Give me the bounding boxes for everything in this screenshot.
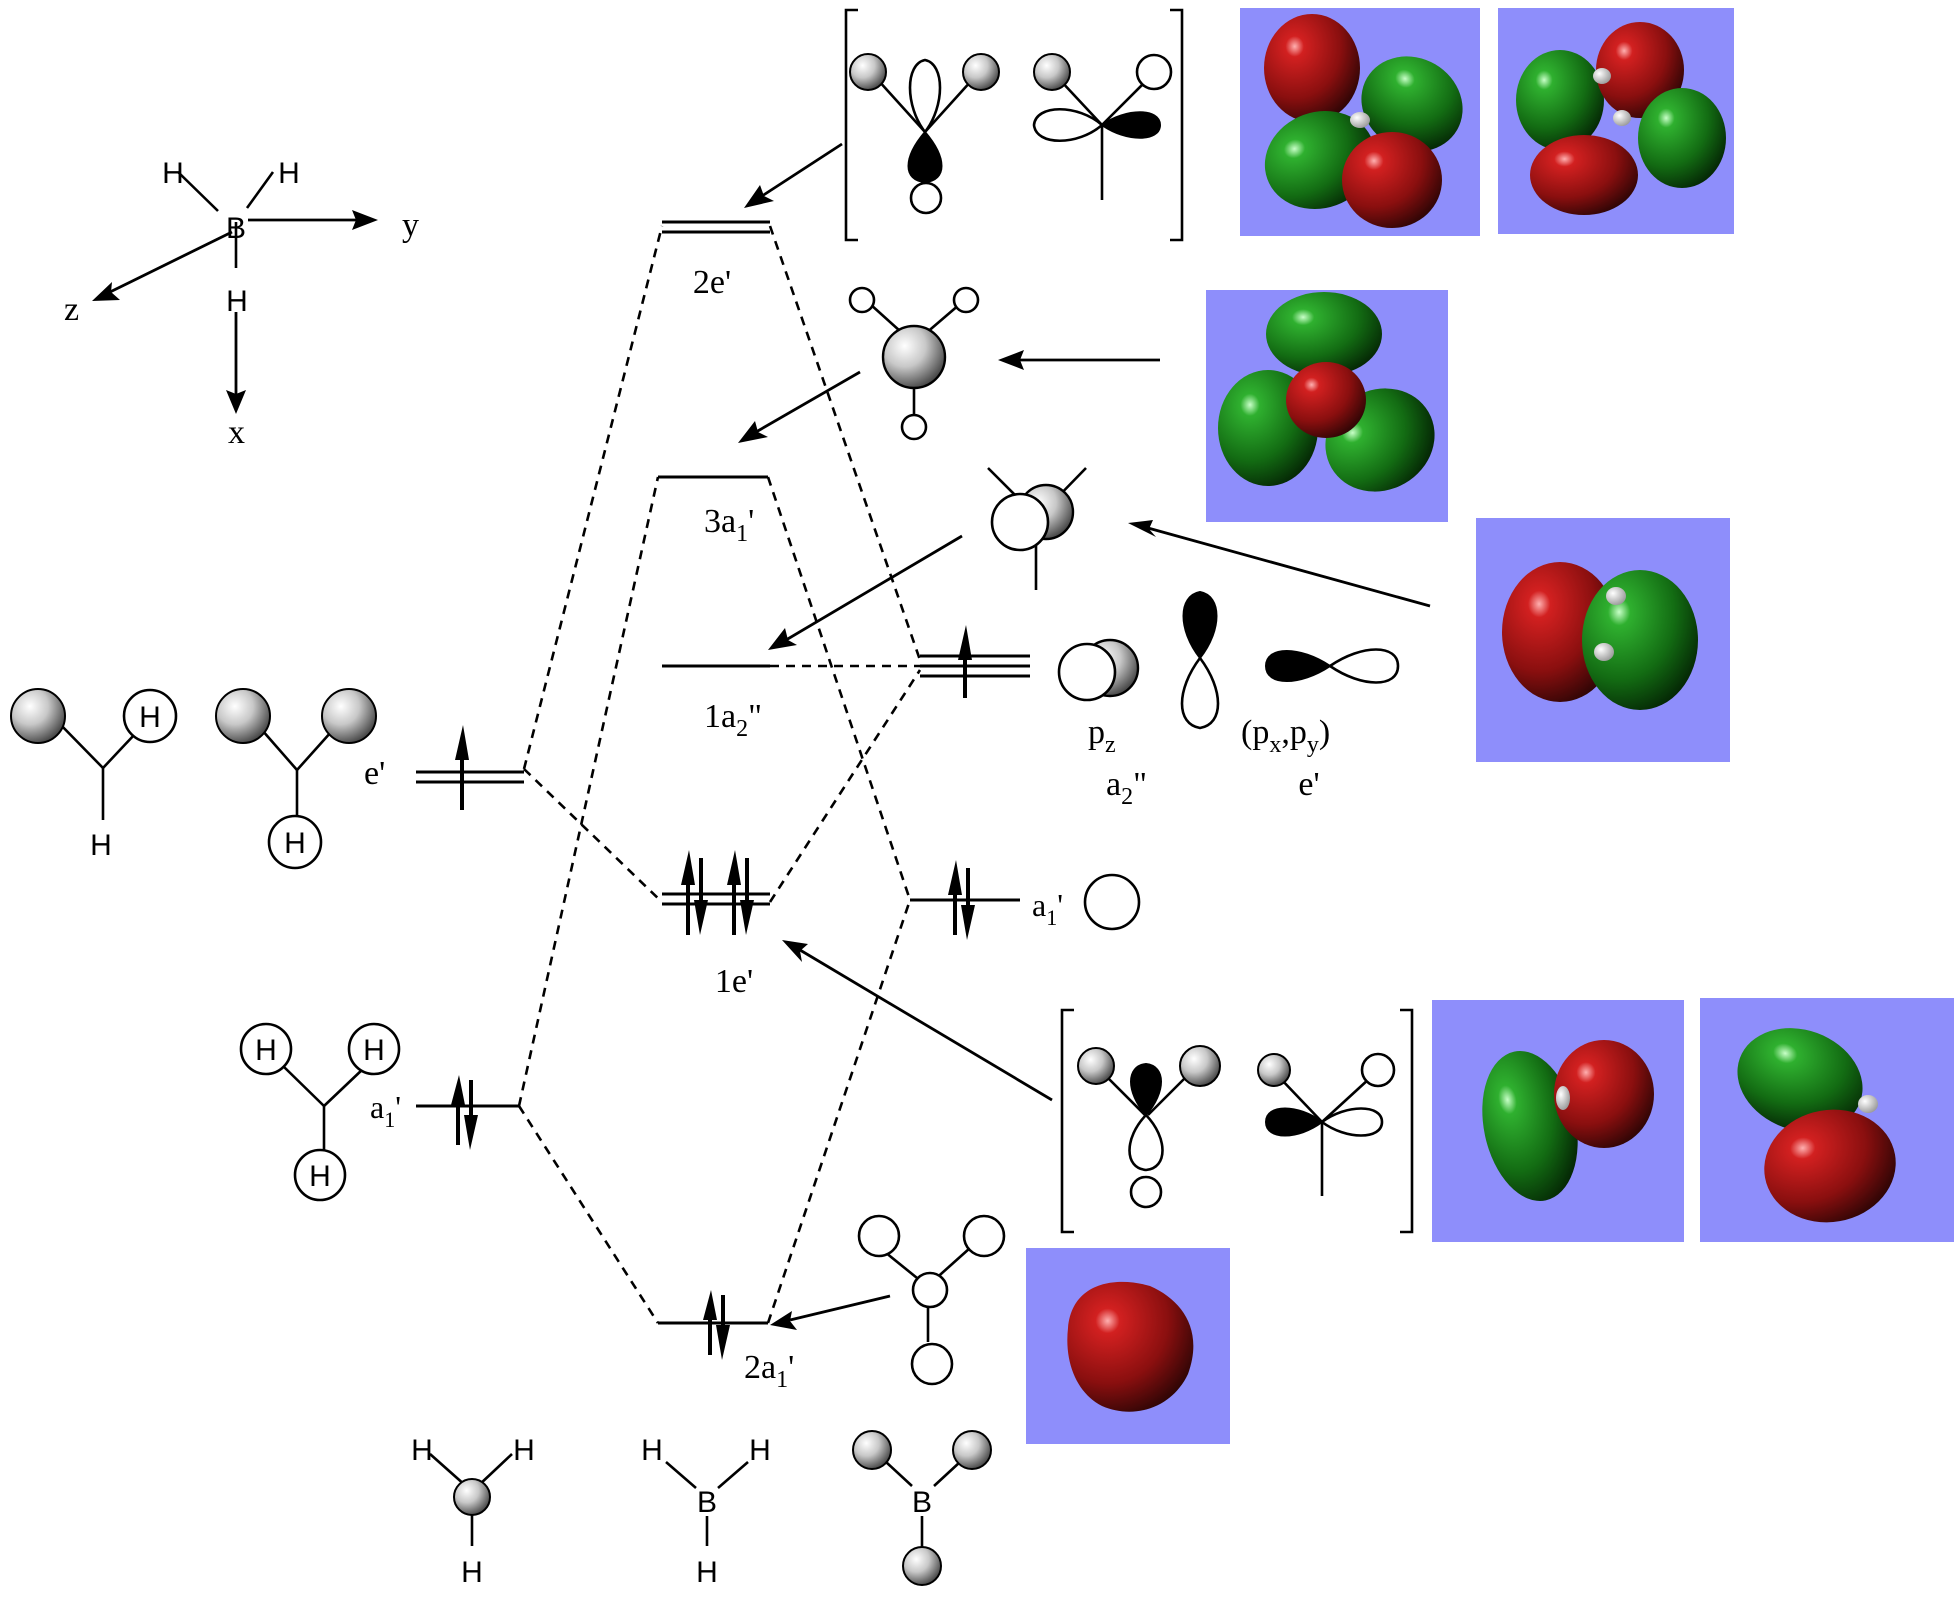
boron-p-orbitals: pz a2" (px,py) e' [1057, 590, 1400, 810]
mo-3a1-drawing [848, 286, 980, 441]
level-1a2: 1a2" [662, 664, 770, 742]
label-b-a1: a1' [1032, 887, 1063, 930]
level-2e: 2e' [662, 220, 770, 301]
h-atom: H [284, 827, 306, 860]
label-pz: pz [1088, 714, 1116, 758]
mo-1e-drawing [1060, 1008, 1414, 1234]
label-2a1: 2a1' [744, 1349, 794, 1393]
h-atom: H [696, 1556, 718, 1589]
render-2a1 [1026, 1248, 1230, 1444]
mo-2a1-drawing [857, 1214, 1006, 1386]
label-a2: a2" [1106, 766, 1147, 810]
z-axis-label: z [64, 291, 79, 328]
axis-h-atom: H [226, 285, 248, 318]
axis-h-atom: H [162, 157, 184, 190]
h-atom: H [90, 829, 112, 862]
bottom-h3-structure: H H H [411, 1434, 535, 1589]
h-atom: H [749, 1434, 771, 1467]
mo-2e-drawing [844, 8, 1184, 242]
h3-level-a1: a1' [370, 1075, 519, 1150]
h-atom: H [513, 1434, 535, 1467]
h-atom: H [363, 1034, 385, 1067]
label-pxpy: (px,py) [1241, 714, 1330, 758]
b-atom: B [697, 1486, 717, 1519]
axis-b-atom: B [226, 212, 246, 245]
label-3a1: 3a1' [704, 503, 754, 547]
level-2a1: 2a1' [658, 1290, 794, 1393]
h3-a1-orbital: H H H [239, 1022, 401, 1202]
correlation-lines [517, 225, 922, 1324]
level-1e: 1e' [662, 850, 770, 1000]
x-axis-label: x [228, 414, 245, 451]
h3-level-e: e' [364, 725, 524, 810]
h3-e-orbital-1: H H [10, 688, 178, 862]
mo-1a2-drawing [987, 467, 1087, 590]
h-atom: H [255, 1034, 277, 1067]
y-axis-label: y [402, 207, 419, 244]
h-atom: H [139, 701, 161, 734]
label-2e: 2e' [693, 264, 731, 301]
b-level-a1: a1' [910, 860, 1141, 940]
label-h3-e: e' [364, 755, 385, 792]
h-atom: H [411, 1434, 433, 1467]
diagram-arrows [738, 142, 1431, 1330]
render-3a1 [1206, 290, 1448, 522]
h-atom: H [641, 1434, 663, 1467]
bottom-bh3-structure: H H B H [641, 1434, 771, 1589]
render-1a2 [1476, 518, 1730, 762]
render-2e-a [1240, 8, 1480, 236]
coordinate-axes: H H B H y z x [64, 157, 419, 451]
bottom-b-structure: B [852, 1430, 992, 1586]
b-level-p [920, 625, 1030, 698]
label-h3-a1: a1' [370, 1089, 401, 1132]
b-atom: B [912, 1486, 932, 1519]
level-3a1: 3a1' [658, 475, 768, 547]
render-1e-b [1700, 998, 1954, 1242]
h3-e-orbital-2: H [215, 688, 377, 870]
render-1e-a [1432, 1000, 1684, 1242]
h-atom: H [461, 1556, 483, 1589]
axis-h-atom: H [278, 157, 300, 190]
label-1e: 1e' [715, 963, 753, 1000]
label-1a2: 1a2" [704, 698, 762, 742]
render-2e-b [1498, 8, 1734, 234]
h-atom: H [309, 1160, 331, 1193]
label-e-prime: e' [1298, 766, 1319, 803]
